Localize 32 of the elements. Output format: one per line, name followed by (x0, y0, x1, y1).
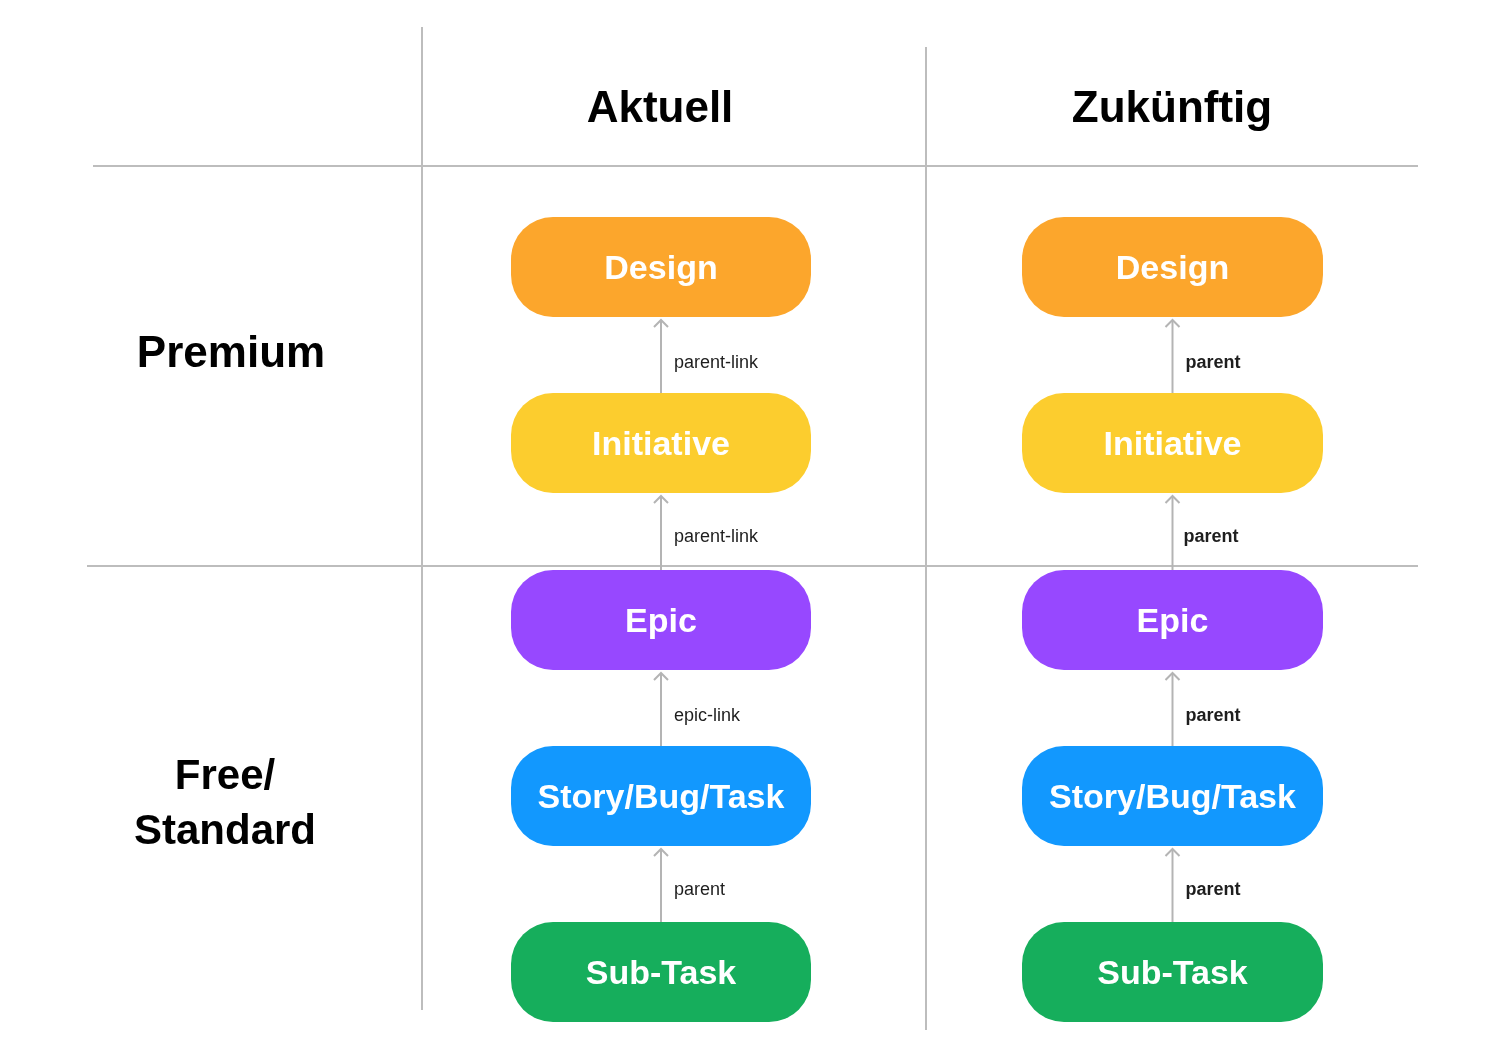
header-label: Free/ Standard (133, 750, 317, 855)
rounded-box (511, 217, 811, 317)
arrow (1164, 319, 1181, 394)
node-title: Initiative (1103, 423, 1242, 464)
node-title: Design (1115, 247, 1230, 288)
arrow (653, 672, 669, 747)
rounded-box (511, 393, 811, 493)
arrow (653, 319, 669, 394)
header-label: Aktuell (585, 81, 735, 133)
rounded-box (1022, 393, 1323, 493)
rounded-box (1022, 746, 1323, 846)
arrow (1164, 848, 1181, 923)
rounded-box (511, 570, 811, 670)
rounded-box (511, 922, 811, 1022)
arrow (1164, 672, 1181, 747)
header-label: Zukünftig (1070, 81, 1274, 133)
rounded-box (511, 746, 811, 846)
header-label: Premium (135, 326, 327, 378)
node-title: Epic (625, 600, 697, 641)
node-title: Epic (1136, 600, 1209, 641)
node-title: Sub-Task (1097, 952, 1248, 993)
node-title: Sub-Task (585, 952, 737, 993)
arrow (653, 848, 669, 923)
rounded-box (1022, 570, 1323, 670)
arrow (1164, 495, 1181, 571)
node-title: Initiative (592, 423, 730, 464)
node-title: Design (604, 247, 718, 288)
rounded-box (1022, 922, 1323, 1022)
arrow (653, 495, 669, 571)
node-title: Story/Bug/Task (1049, 776, 1296, 817)
node-title: Story/Bug/Task (537, 776, 785, 817)
rounded-box (1022, 217, 1323, 317)
